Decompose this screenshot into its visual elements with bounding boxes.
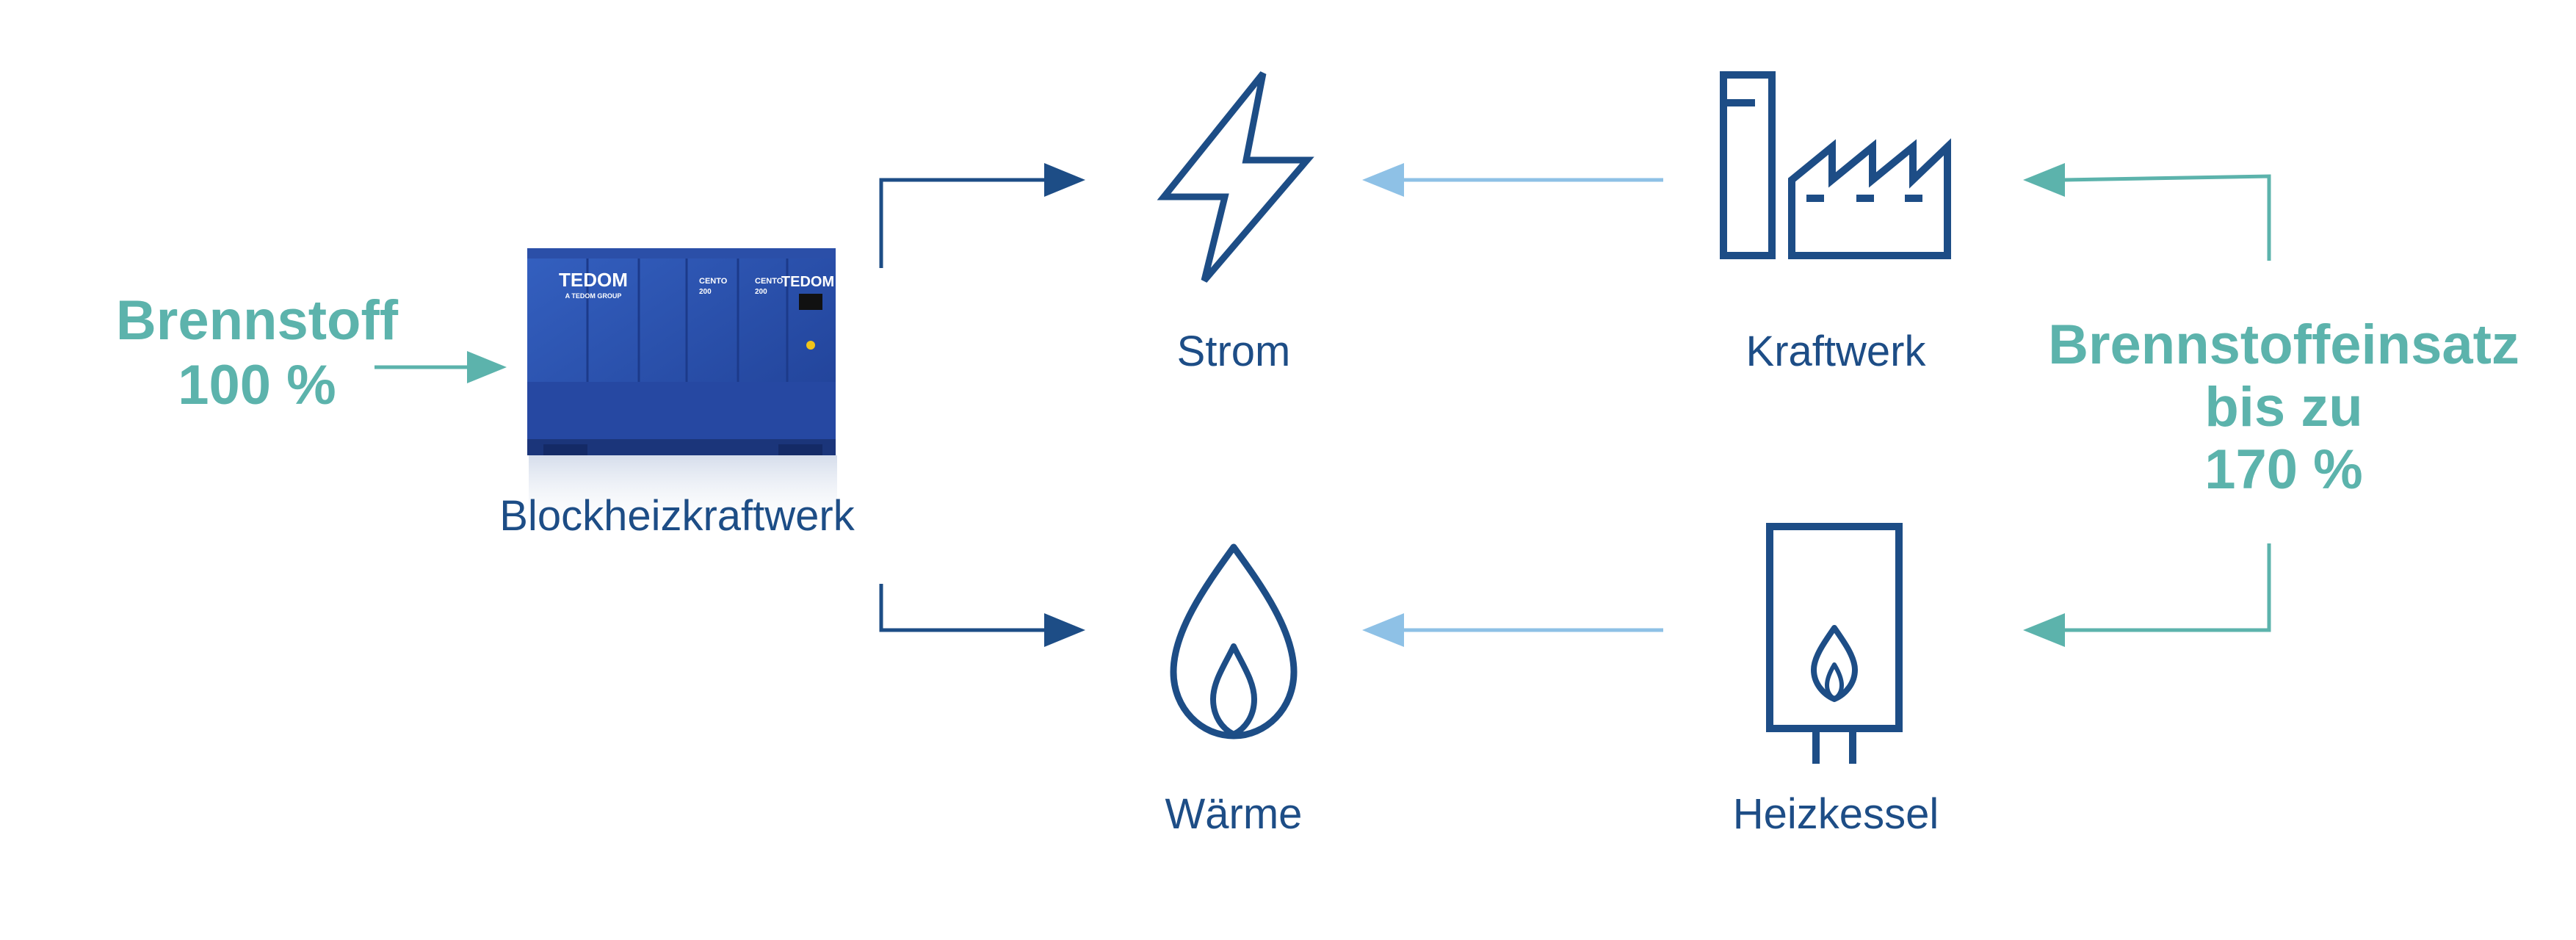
heat-label: Wärme <box>1165 790 1303 838</box>
factory-icon <box>1720 71 1951 259</box>
power-plant-to-power-arrow <box>1362 163 1663 197</box>
chp-to-power-arrow <box>879 163 1085 268</box>
comparison-to-boiler-arrow <box>2023 543 2271 647</box>
chp-unit-brand: TEDOM <box>559 269 628 291</box>
comparison-fuel-label: Brennstoffeinsatz <box>2048 314 2519 376</box>
chp-unit-brand-sub: A TEDOM GROUP <box>565 292 622 300</box>
boiler-to-heat-arrow <box>1362 613 1663 647</box>
input-arrow <box>375 351 507 383</box>
chp-unit-model-2: CENTO <box>755 277 784 286</box>
comparison-percent: 170 % <box>2204 438 2363 501</box>
comparison-to-power-plant-arrow <box>2023 163 2271 261</box>
chp-unit-image: TEDOM A TEDOM GROUP TEDOM CENTO 200 CENT… <box>527 248 837 536</box>
input-fuel-percent: 100 % <box>178 354 336 416</box>
boiler-label: Heizkessel <box>1733 790 1939 838</box>
power-label: Strom <box>1177 328 1291 375</box>
input-fuel-label: Brennstoff <box>116 289 399 352</box>
flame-icon <box>1170 543 1298 740</box>
chp-to-heat-arrow <box>879 584 1085 647</box>
comparison-upto-label: bis zu <box>2204 376 2362 438</box>
chp-unit-label: Blockheizkraftwerk <box>499 492 855 540</box>
lightning-icon <box>1157 71 1314 283</box>
chp-unit-model-1-sub: 200 <box>699 288 712 296</box>
power-plant-label: Kraftwerk <box>1746 328 1927 375</box>
boiler-icon <box>1766 523 1903 764</box>
chp-unit-model-1: CENTO <box>699 277 728 286</box>
chp-unit-brand-right: TEDOM <box>781 274 834 290</box>
chp-unit-model-2-sub: 200 <box>755 288 767 296</box>
